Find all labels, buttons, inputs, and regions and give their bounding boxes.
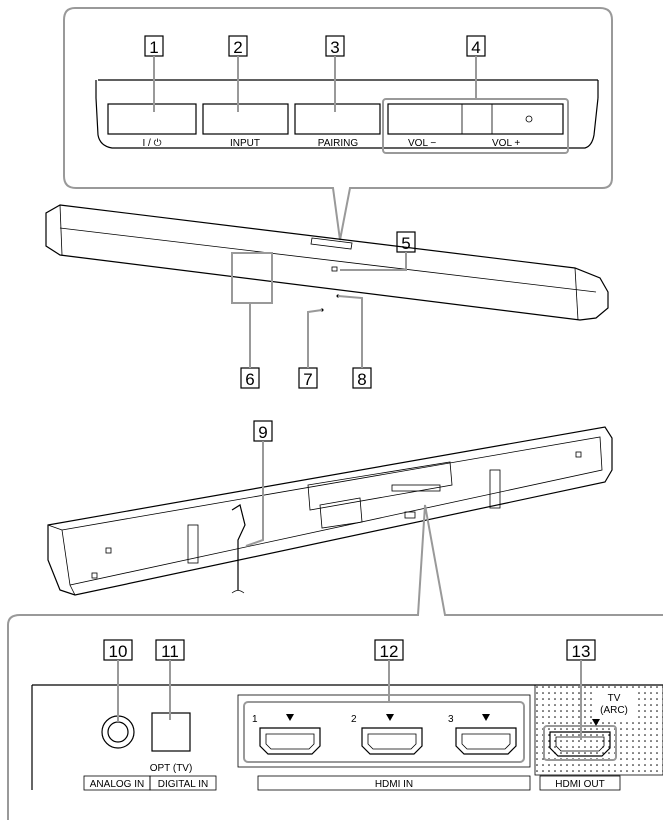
hdmi-out-area-border <box>534 684 663 776</box>
callout-8: 8 <box>357 370 366 389</box>
vol-plus-label: VOL + <box>492 138 520 149</box>
vol-plus-dot-icon <box>525 115 533 123</box>
vol-minus-label: VOL − <box>408 138 436 149</box>
rear-outline <box>47 426 613 596</box>
power-label: I / ⏻ <box>142 138 161 149</box>
hdmi-in-3-port[interactable] <box>455 727 517 755</box>
bar-outline <box>45 204 609 321</box>
hdmi-port-2-number: 2 <box>351 714 357 725</box>
terminal-bay <box>307 461 453 511</box>
soundbar-rear: 9 <box>47 420 613 596</box>
hdmi-port-3-number: 3 <box>448 714 454 725</box>
soundbar-front: 5 6 7 8 <box>45 204 609 389</box>
tv-arc-label-bg <box>594 690 634 718</box>
tv-label: TV <box>608 693 621 704</box>
leader-7 <box>307 309 323 368</box>
callout-10: 10 <box>109 642 128 661</box>
hdmi-out-label-box <box>539 775 621 791</box>
hdmi-in-frame <box>237 694 531 768</box>
rear-ports <box>391 484 441 492</box>
hdmi-in-group <box>243 701 525 763</box>
callout-5: 5 <box>401 234 410 253</box>
bracket-right <box>489 469 501 509</box>
hdmi-2-arrow-icon <box>386 714 394 721</box>
callout-7: 7 <box>303 370 312 389</box>
volume-button[interactable] <box>387 103 564 135</box>
power-cord <box>231 504 246 590</box>
hdmi-3-arrow-icon <box>482 714 490 721</box>
screw-hole-2 <box>91 572 98 579</box>
terminal-flap <box>319 497 363 529</box>
hdmi-out-label: HDMI OUT <box>555 779 604 790</box>
input-label: INPUT <box>230 138 260 149</box>
bluetooth-indicator <box>331 266 338 272</box>
pairing-label: PAIRING <box>318 138 359 149</box>
bar-ridge <box>59 227 597 293</box>
rear-end-lines <box>47 524 76 596</box>
small-slot <box>404 511 416 519</box>
hdmi-in-label-box <box>257 775 531 791</box>
zoom-frame-top <box>63 7 613 241</box>
display-window-frame <box>231 252 273 304</box>
panel-contour <box>95 97 599 149</box>
callout-12: 12 <box>380 642 399 661</box>
callout-3: 3 <box>330 38 339 57</box>
cord-end <box>231 590 245 594</box>
hdmi-out-port[interactable] <box>549 731 611 757</box>
callout-1: 1 <box>149 38 158 57</box>
callout-2: 2 <box>233 38 242 57</box>
bar-left-end <box>59 204 63 256</box>
callout-13: 13 <box>572 642 591 661</box>
bracket-left <box>187 524 199 564</box>
analog-in-label: ANALOG IN <box>90 779 144 790</box>
leader-5 <box>340 252 407 271</box>
hdmi-in-2-port[interactable] <box>361 727 423 755</box>
zoom-frame-bottom <box>7 504 663 820</box>
opt-tv-label: OPT (TV) <box>150 763 193 774</box>
power-button[interactable] <box>107 103 197 135</box>
rear-panel-zoom: 1 2 3 TV (ARC) OPT (TV) ANALOG I <box>7 504 663 820</box>
hdmi-in-label: HDMI IN <box>375 779 413 790</box>
callout-6: 6 <box>245 370 254 389</box>
input-button[interactable] <box>202 103 289 135</box>
callout-4: 4 <box>471 38 480 57</box>
panel-edge <box>95 79 599 98</box>
top-panel-zoom: I / ⏻ INPUT PAIRING VOL − VOL + 1 2 3 4 <box>63 7 613 241</box>
hdmi-port-1-number: 1 <box>252 714 258 725</box>
callout-9: 9 <box>258 423 267 442</box>
bar-right-end <box>574 267 579 321</box>
leader-9 <box>245 441 264 547</box>
hdmi-in-1-port[interactable] <box>259 727 321 755</box>
hdmi-1-arrow-icon <box>286 714 294 721</box>
pairing-button[interactable] <box>294 103 381 135</box>
digital-in-label-box <box>149 775 217 791</box>
callout-11: 11 <box>161 642 179 661</box>
screw-hole-3 <box>575 451 582 458</box>
leader-8 <box>337 295 363 368</box>
digital-in-label: DIGITAL IN <box>158 779 209 790</box>
analog-in-jack-icon[interactable] <box>107 721 129 743</box>
arc-label: (ARC) <box>600 705 628 716</box>
hdmi-out-arrow-icon <box>592 719 600 726</box>
screw-hole-1 <box>105 547 112 554</box>
rear-inner <box>61 436 603 586</box>
top-buttons-area <box>310 237 353 250</box>
